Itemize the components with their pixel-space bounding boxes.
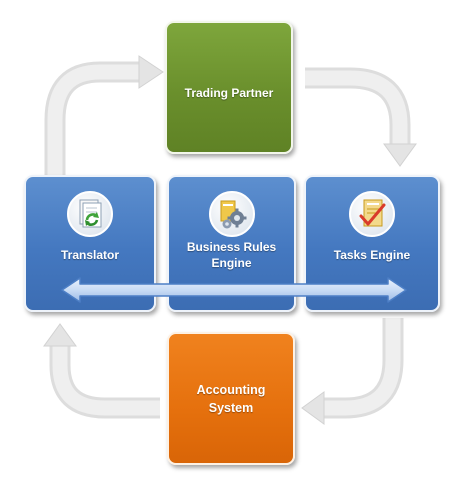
accounting-system-label: Accounting System [169,381,293,417]
arrow-translator-to-trading-partner [44,55,164,175]
business-rules-engine-label: Business Rules Engine [169,239,294,271]
checklist-icon [348,190,396,238]
trading-partner-box: Trading Partner [165,21,293,154]
trading-partner-label: Trading Partner [184,86,274,100]
document-refresh-icon [66,190,114,238]
translator-label: Translator [60,248,120,262]
arrow-trading-partner-to-tasks-engine [305,67,417,167]
gears-icon [208,190,256,238]
accounting-system-label-line1: Accounting [196,383,266,397]
business-rules-engine-label-line1: Business Rules [186,240,277,254]
tasks-engine-label: Tasks Engine [333,248,411,262]
accounting-system-label-line2: System [208,401,254,415]
arrow-tasks-engine-to-accounting [301,318,404,425]
accounting-system-box: Accounting System [167,332,295,465]
business-rules-engine-label-line2: Engine [211,256,252,270]
arrow-accounting-to-translator [43,323,160,419]
